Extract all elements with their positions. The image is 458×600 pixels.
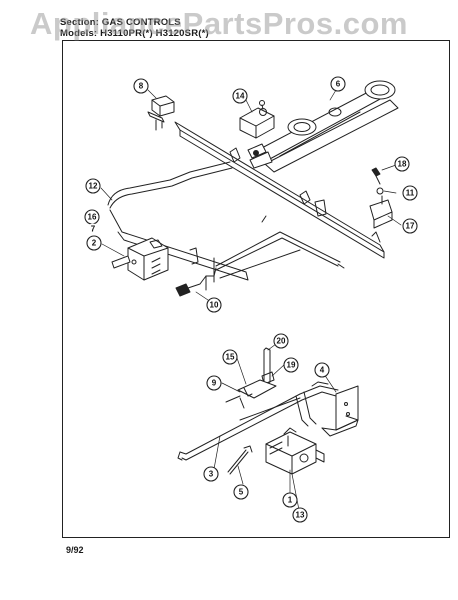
svg-text:8: 8 — [139, 82, 144, 91]
diagram-frame — [62, 40, 450, 538]
part-10-tube — [175, 215, 345, 297]
section-label: Section: GAS CONTROLS — [60, 17, 181, 28]
date-code: 9/92 — [66, 545, 84, 555]
callout-15: 15 — [222, 349, 238, 365]
svg-text:9: 9 — [212, 379, 217, 388]
callout-17: 17 — [402, 218, 418, 234]
callout-19: 19 — [283, 357, 299, 373]
callout-3: 3 — [203, 466, 219, 482]
part-2-valve-assembly — [111, 237, 169, 281]
callout-18: 18 — [394, 156, 410, 172]
part-6-burner-tube — [247, 80, 399, 173]
leader-lines — [100, 89, 402, 511]
part-17-bracket — [369, 195, 393, 229]
svg-text:19: 19 — [287, 361, 296, 370]
part-4-bracket — [321, 385, 359, 437]
callout-6: 6 — [330, 76, 346, 92]
callout-8: 8 — [133, 78, 149, 94]
callout-16: 16 — [84, 209, 100, 225]
svg-text:18: 18 — [398, 160, 407, 169]
callout-12: 12 — [85, 178, 101, 194]
svg-text:17: 17 — [406, 222, 415, 231]
part-5-screw — [227, 445, 253, 475]
diagram-header: Section: GAS CONTROLS Models: H3110PR(*)… — [60, 17, 209, 39]
part-11-washer — [376, 187, 384, 195]
callout-7: 7 — [87, 223, 99, 235]
callout-14: 14 — [232, 88, 248, 104]
svg-text:7: 7 — [91, 225, 96, 234]
manifold-bracket — [174, 121, 385, 259]
svg-text:13: 13 — [296, 511, 305, 520]
callout-2: 2 — [86, 235, 102, 251]
callout-20: 20 — [273, 333, 289, 349]
part-3-rod — [177, 381, 339, 461]
svg-text:10: 10 — [210, 301, 219, 310]
part-12-bar — [107, 161, 249, 281]
svg-text:14: 14 — [236, 92, 245, 101]
part-20-rod — [261, 347, 275, 385]
callout-5: 5 — [233, 484, 249, 500]
part-18-screw — [371, 167, 381, 185]
svg-text:6: 6 — [336, 80, 341, 89]
svg-text:4: 4 — [320, 366, 325, 375]
callout-4: 4 — [314, 362, 330, 378]
part-14-valve-body — [239, 100, 275, 139]
svg-text:15: 15 — [226, 353, 235, 362]
callouts: 8 14 6 18 11 17 12 16 7 2 10 20 15 19 9 … — [84, 76, 418, 523]
svg-text:16: 16 — [88, 213, 97, 222]
models-label: Models: H3110PR(*) H3120SR(*) — [60, 28, 209, 39]
svg-text:11: 11 — [406, 189, 415, 198]
svg-text:1: 1 — [288, 496, 293, 505]
svg-text:2: 2 — [92, 239, 97, 248]
callout-9: 9 — [206, 375, 222, 391]
callout-13: 13 — [292, 507, 308, 523]
part-1-regulator — [265, 427, 325, 475]
part-9-bracket — [225, 379, 277, 409]
callout-10: 10 — [206, 297, 222, 313]
callout-11: 11 — [402, 185, 418, 201]
svg-text:20: 20 — [277, 337, 286, 346]
callout-1: 1 — [282, 492, 298, 508]
svg-text:3: 3 — [209, 470, 214, 479]
svg-text:5: 5 — [239, 488, 244, 497]
svg-text:12: 12 — [89, 182, 98, 191]
watermark-text: AppliancePartsPros.com — [30, 6, 408, 41]
part-8-valve — [147, 95, 175, 131]
